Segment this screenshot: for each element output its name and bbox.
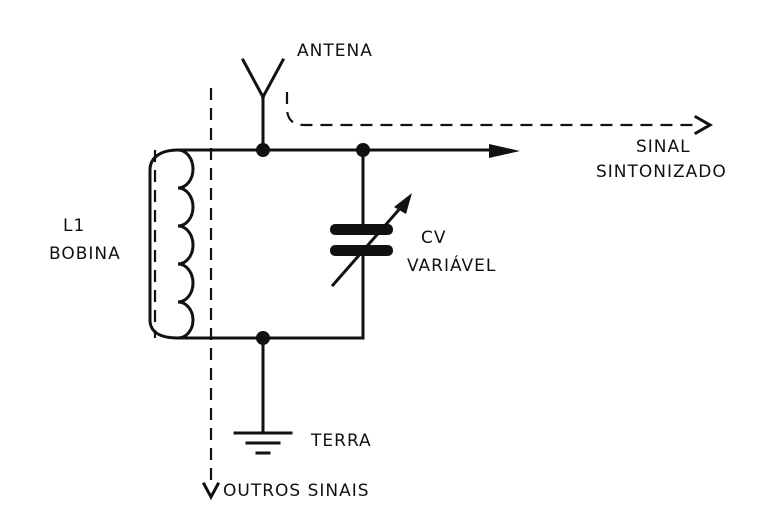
antenna-symbol [240,57,286,152]
tuned-signal-arrow-head [693,114,714,136]
coil-l1 [148,148,195,340]
other-signals-label: OUTROS SINAIS [223,481,370,501]
output-arrow-head [489,144,520,158]
variable-capacitor [330,193,412,288]
ground-label: TERRA [311,431,372,451]
other-signals-arrow-head [201,481,221,501]
junction-dot-antenna [256,143,270,157]
capacitor-label-cv: CV [421,228,447,248]
tuned-signal-label-sintonizado: SINTONIZADO [596,162,727,182]
ground-icon [233,431,293,455]
antenna-label: ANTENA [297,41,373,61]
junction-dot-capacitor [356,143,370,157]
coil-label-l1: L1 [63,216,86,236]
coil-label-bobina: BOBINA [49,244,121,264]
capacitor-label-variavel: VARIÁVEL [407,256,497,276]
tuned-signal-label-sinal: SINAL [636,137,691,157]
junction-dot-ground [256,331,270,345]
tuned-signal-dashed-path [285,92,700,127]
